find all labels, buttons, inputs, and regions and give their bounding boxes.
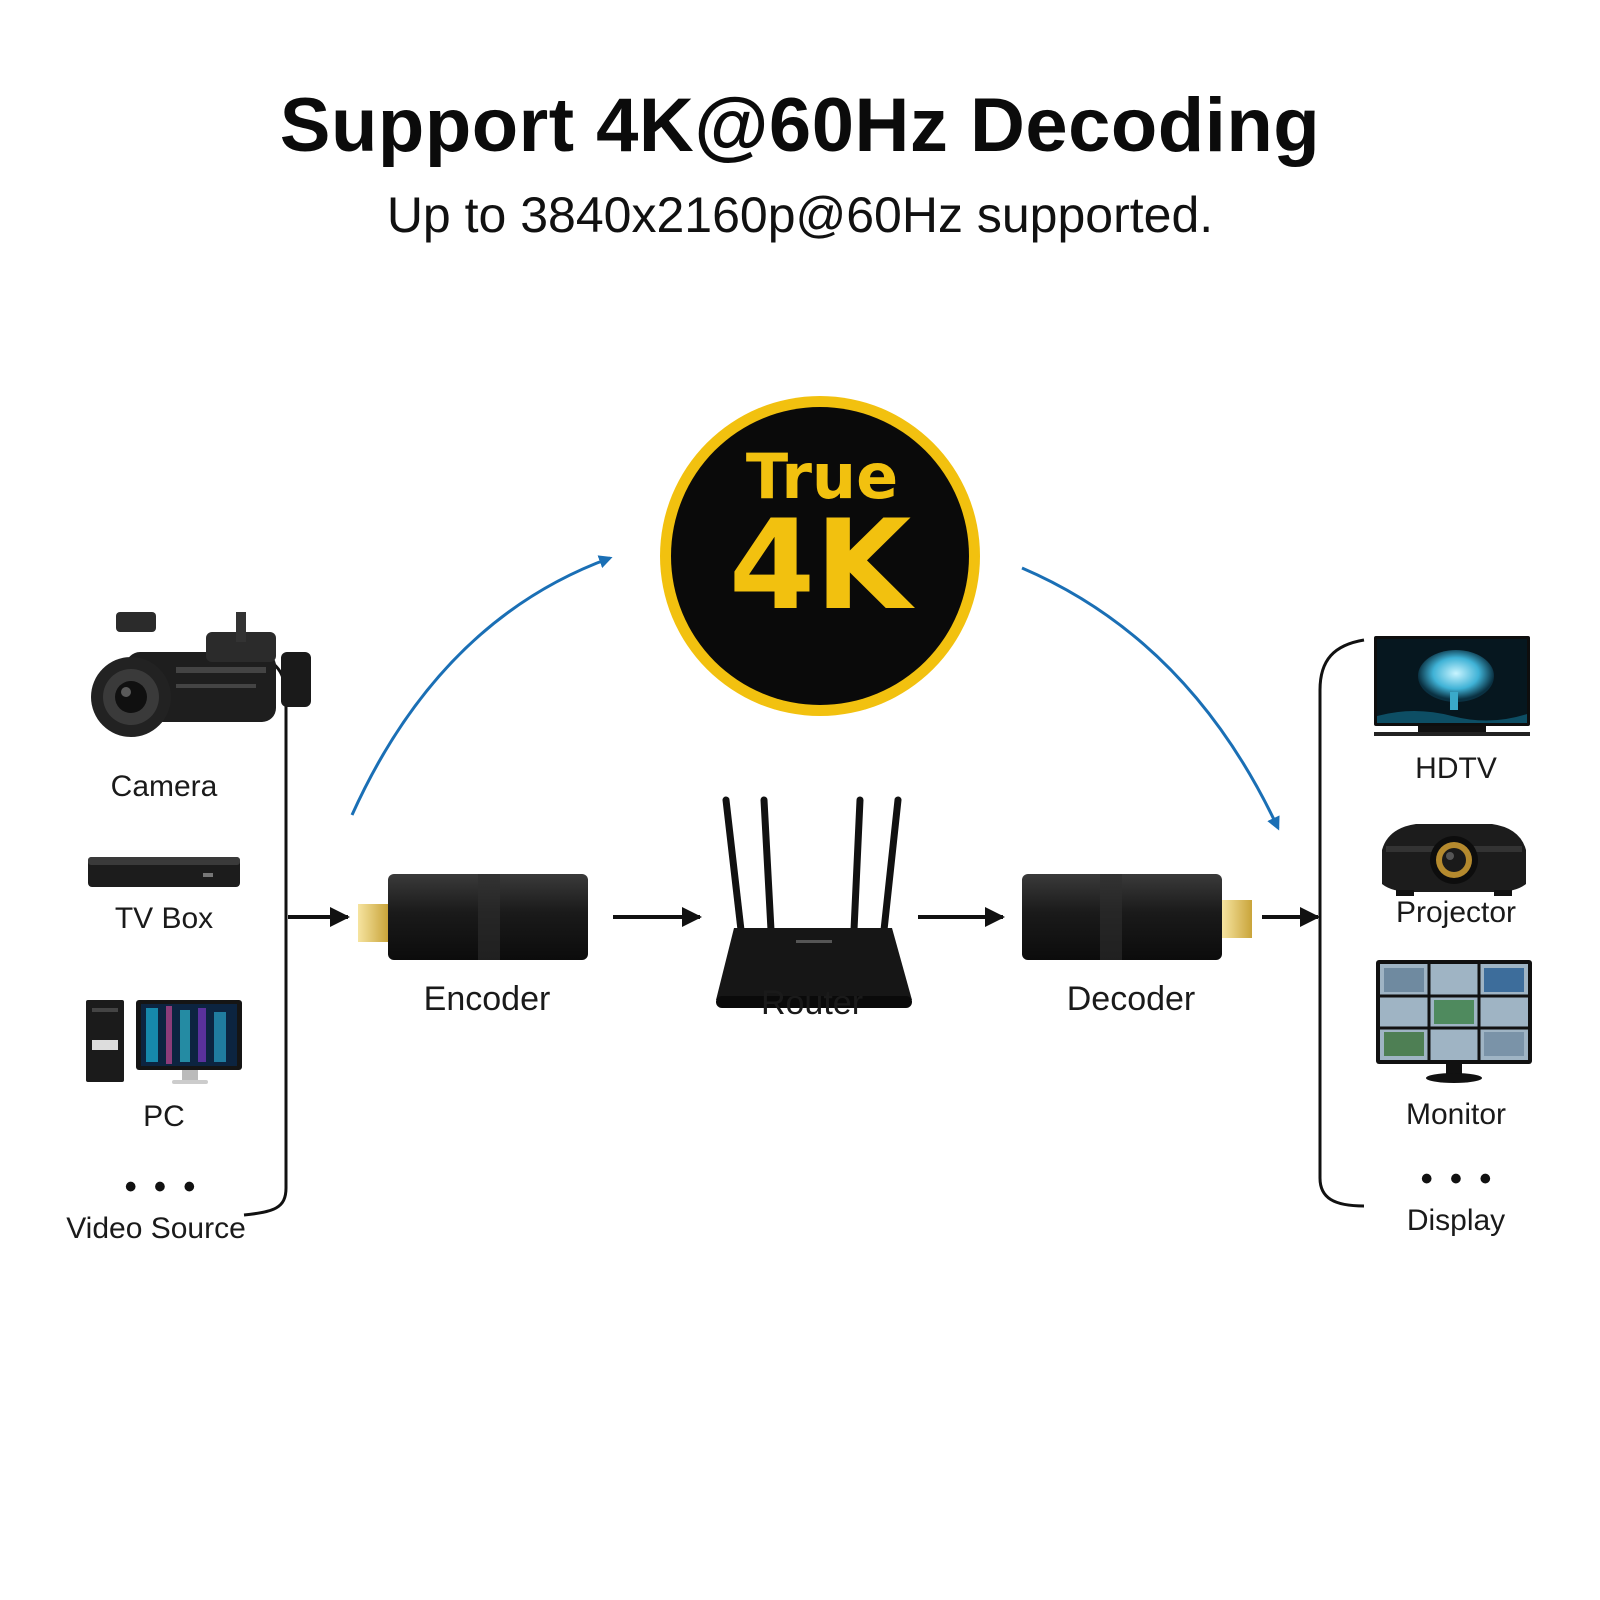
source-label-camera: Camera — [110, 770, 218, 803]
source-label-tv-box: TV Box — [114, 902, 214, 935]
sources-bracket — [243, 653, 288, 1217]
tv-icon — [1374, 636, 1530, 736]
projector-icon — [1382, 824, 1526, 896]
display-label-display: Display — [1406, 1204, 1506, 1237]
true-4k-badge: True 4K — [660, 396, 980, 716]
monitor-icon — [1376, 960, 1532, 1083]
router-label: Router — [760, 984, 864, 1022]
page-subtitle: Up to 3840x2160p@60Hz supported. — [386, 187, 1214, 243]
displays-bracket — [1318, 638, 1365, 1208]
badge-core — [671, 407, 969, 705]
encoder-label: Encoder — [423, 980, 551, 1018]
more-sources-dots-icon: • • • — [124, 1168, 200, 1206]
camcorder-icon — [91, 612, 311, 737]
router-icon — [716, 796, 912, 1008]
encoder-device-icon — [358, 874, 588, 960]
display-label-projector: Projector — [1395, 896, 1517, 929]
display-label-hdtv: HDTV — [1415, 752, 1497, 785]
badge-true-text: True — [746, 440, 898, 513]
desktop-pc-icon — [86, 1000, 242, 1084]
display-label-monitor: Monitor — [1405, 1098, 1507, 1131]
source-label-video-source: Video Source — [66, 1212, 246, 1245]
more-displays-dots-icon: • • • — [1420, 1160, 1496, 1198]
upload-curve-arrow — [350, 555, 613, 816]
page-title: Support 4K@60Hz Decoding — [279, 83, 1321, 168]
badge-4k-text: 4K — [729, 494, 915, 638]
decoder-device-icon — [1022, 874, 1252, 960]
download-curve-arrow — [1021, 566, 1280, 831]
source-label-pc: PC — [143, 1100, 185, 1133]
decoder-label: Decoder — [1066, 980, 1196, 1018]
set-top-box-icon — [88, 857, 240, 887]
